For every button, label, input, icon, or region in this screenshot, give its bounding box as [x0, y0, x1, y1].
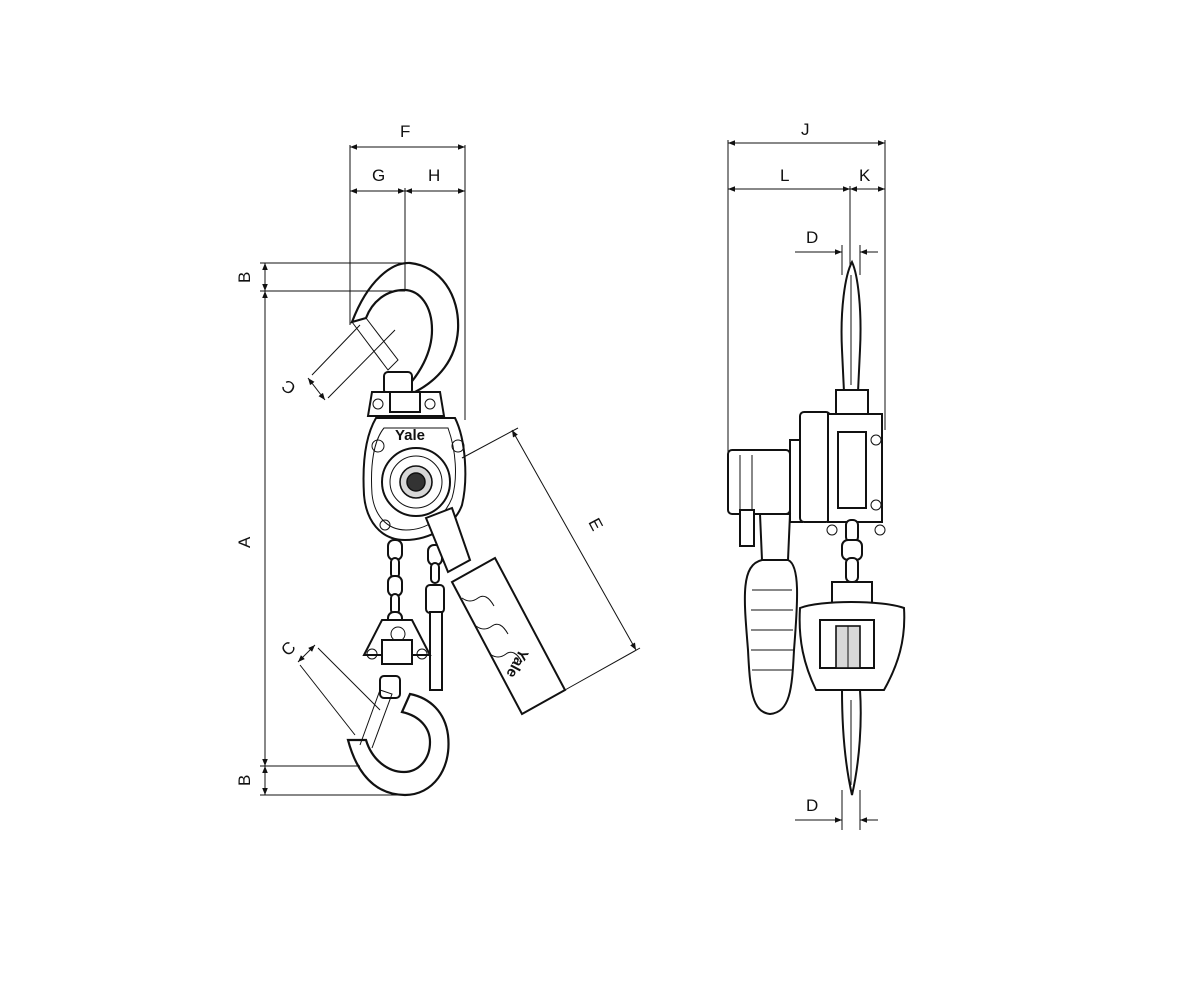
dim-label-l: L — [780, 166, 789, 185]
dim-label-c-bottom: C — [277, 638, 299, 660]
side-housing — [727, 411, 886, 547]
lever-handle: Yale — [424, 506, 567, 716]
hoist-body: Yale — [362, 417, 467, 542]
side-bottom-block — [798, 581, 906, 691]
front-view: Yale — [235, 122, 641, 797]
dim-label-d-bottom: D — [806, 796, 818, 815]
bottom-block — [362, 619, 432, 665]
dim-label-g: G — [372, 166, 385, 185]
side-chain — [841, 519, 863, 583]
dim-label-h: H — [428, 166, 440, 185]
dim-label-b-bottom: B — [235, 775, 254, 786]
load-chain — [387, 539, 445, 691]
dim-label-e: E — [584, 515, 606, 534]
side-view: J L K D D — [727, 120, 906, 830]
front-dimensions — [260, 144, 641, 796]
dim-label-c-top: C — [278, 376, 299, 399]
dim-label-d-top: D — [806, 228, 818, 247]
side-top-hook — [835, 259, 869, 415]
dim-label-f: F — [400, 122, 410, 141]
body-logo-text: Yale — [395, 427, 425, 444]
side-dimension-labels: J L K D D — [780, 120, 871, 815]
dim-label-k: K — [859, 166, 871, 185]
dim-label-a: A — [235, 536, 254, 548]
side-bottom-hook — [840, 689, 862, 796]
dim-label-b-top: B — [235, 272, 254, 283]
dim-label-j: J — [801, 120, 810, 139]
top-bracket — [366, 391, 446, 417]
side-lever-grip — [743, 513, 799, 716]
side-dimensions — [727, 140, 886, 830]
bottom-hook — [346, 675, 450, 797]
